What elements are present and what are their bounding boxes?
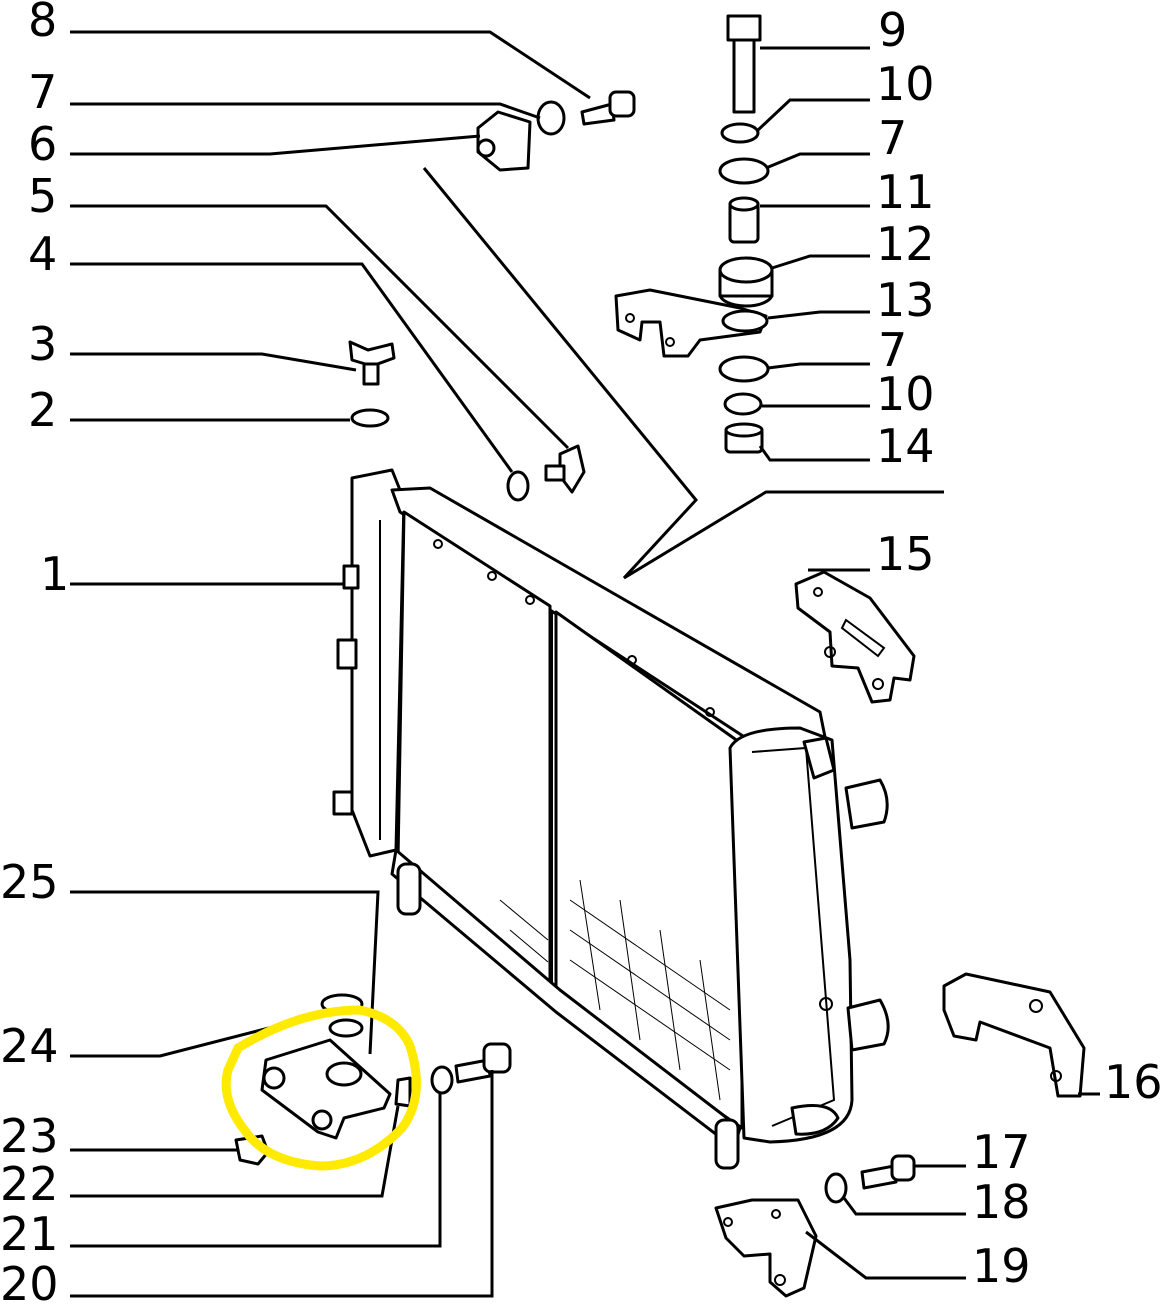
part-13-bracket[interactable] bbox=[614, 288, 769, 358]
callout-3: 3 bbox=[28, 317, 57, 371]
callout-7: 7 bbox=[28, 65, 57, 119]
callout-16: 16 bbox=[1104, 1055, 1160, 1109]
part-14-nut[interactable] bbox=[724, 422, 764, 454]
core-mesh bbox=[499, 879, 731, 1101]
callout-13: 13 bbox=[876, 273, 935, 327]
part-17-bolt[interactable] bbox=[860, 1154, 916, 1190]
part-3-wing-bolt[interactable] bbox=[348, 340, 396, 386]
part-4-washer[interactable] bbox=[506, 470, 530, 502]
callout-12: 12 bbox=[876, 217, 935, 271]
callout-6: 6 bbox=[28, 117, 57, 171]
callout-19: 19 bbox=[972, 1239, 1031, 1293]
part-9-bolt[interactable] bbox=[726, 14, 762, 114]
part-24-bracket[interactable] bbox=[260, 1038, 392, 1140]
callout-17: 17 bbox=[972, 1125, 1031, 1179]
part-12-rubber-bush[interactable] bbox=[718, 256, 774, 308]
callout-9: 9 bbox=[878, 3, 907, 57]
part-6-bracket[interactable] bbox=[476, 110, 532, 172]
callout-7: 7 bbox=[878, 111, 907, 165]
callout-7: 7 bbox=[878, 323, 907, 377]
callout-5: 5 bbox=[28, 169, 57, 223]
part-22-cap[interactable] bbox=[394, 1076, 412, 1108]
part-7-washer-top[interactable] bbox=[536, 100, 566, 136]
part-16-bracket[interactable] bbox=[942, 972, 1086, 1098]
part-7-washer-upper[interactable] bbox=[718, 157, 770, 185]
callout-10: 10 bbox=[876, 57, 935, 111]
part-21-washer[interactable] bbox=[430, 1065, 454, 1095]
radiator[interactable] bbox=[332, 468, 890, 1170]
callout-24: 24 bbox=[0, 1019, 59, 1073]
callout-2: 2 bbox=[28, 383, 57, 437]
part-10-washer-lower[interactable] bbox=[723, 392, 763, 416]
callout-23: 23 bbox=[0, 1109, 59, 1163]
part-15-bracket[interactable] bbox=[794, 570, 916, 704]
highlight-circle bbox=[221, 1005, 421, 1171]
callout-10: 10 bbox=[876, 367, 935, 421]
callout-4: 4 bbox=[28, 227, 57, 281]
callout-18: 18 bbox=[972, 1175, 1031, 1229]
part-8-bolt[interactable] bbox=[580, 90, 636, 126]
part-2-washer[interactable] bbox=[350, 408, 390, 428]
part-18-washer[interactable] bbox=[824, 1172, 848, 1204]
part-5-wing-bolt[interactable] bbox=[544, 444, 586, 494]
callout-15: 15 bbox=[876, 527, 935, 581]
part-10-washer-top[interactable] bbox=[720, 122, 760, 144]
part-7-washer-lower[interactable] bbox=[718, 355, 770, 383]
callout-21: 21 bbox=[0, 1207, 59, 1261]
callout-20: 20 bbox=[0, 1257, 59, 1305]
callout-14: 14 bbox=[876, 419, 935, 473]
callout-25: 25 bbox=[0, 855, 59, 909]
callout-22: 22 bbox=[0, 1157, 59, 1211]
callout-11: 11 bbox=[876, 165, 935, 219]
callout-1: 1 bbox=[40, 547, 69, 601]
callout-8: 8 bbox=[28, 0, 57, 47]
part-11-spacer[interactable] bbox=[728, 196, 760, 244]
part-20-bolt[interactable] bbox=[454, 1042, 512, 1084]
part-19-bracket[interactable] bbox=[714, 1198, 818, 1298]
leader-lines bbox=[70, 30, 1100, 1298]
